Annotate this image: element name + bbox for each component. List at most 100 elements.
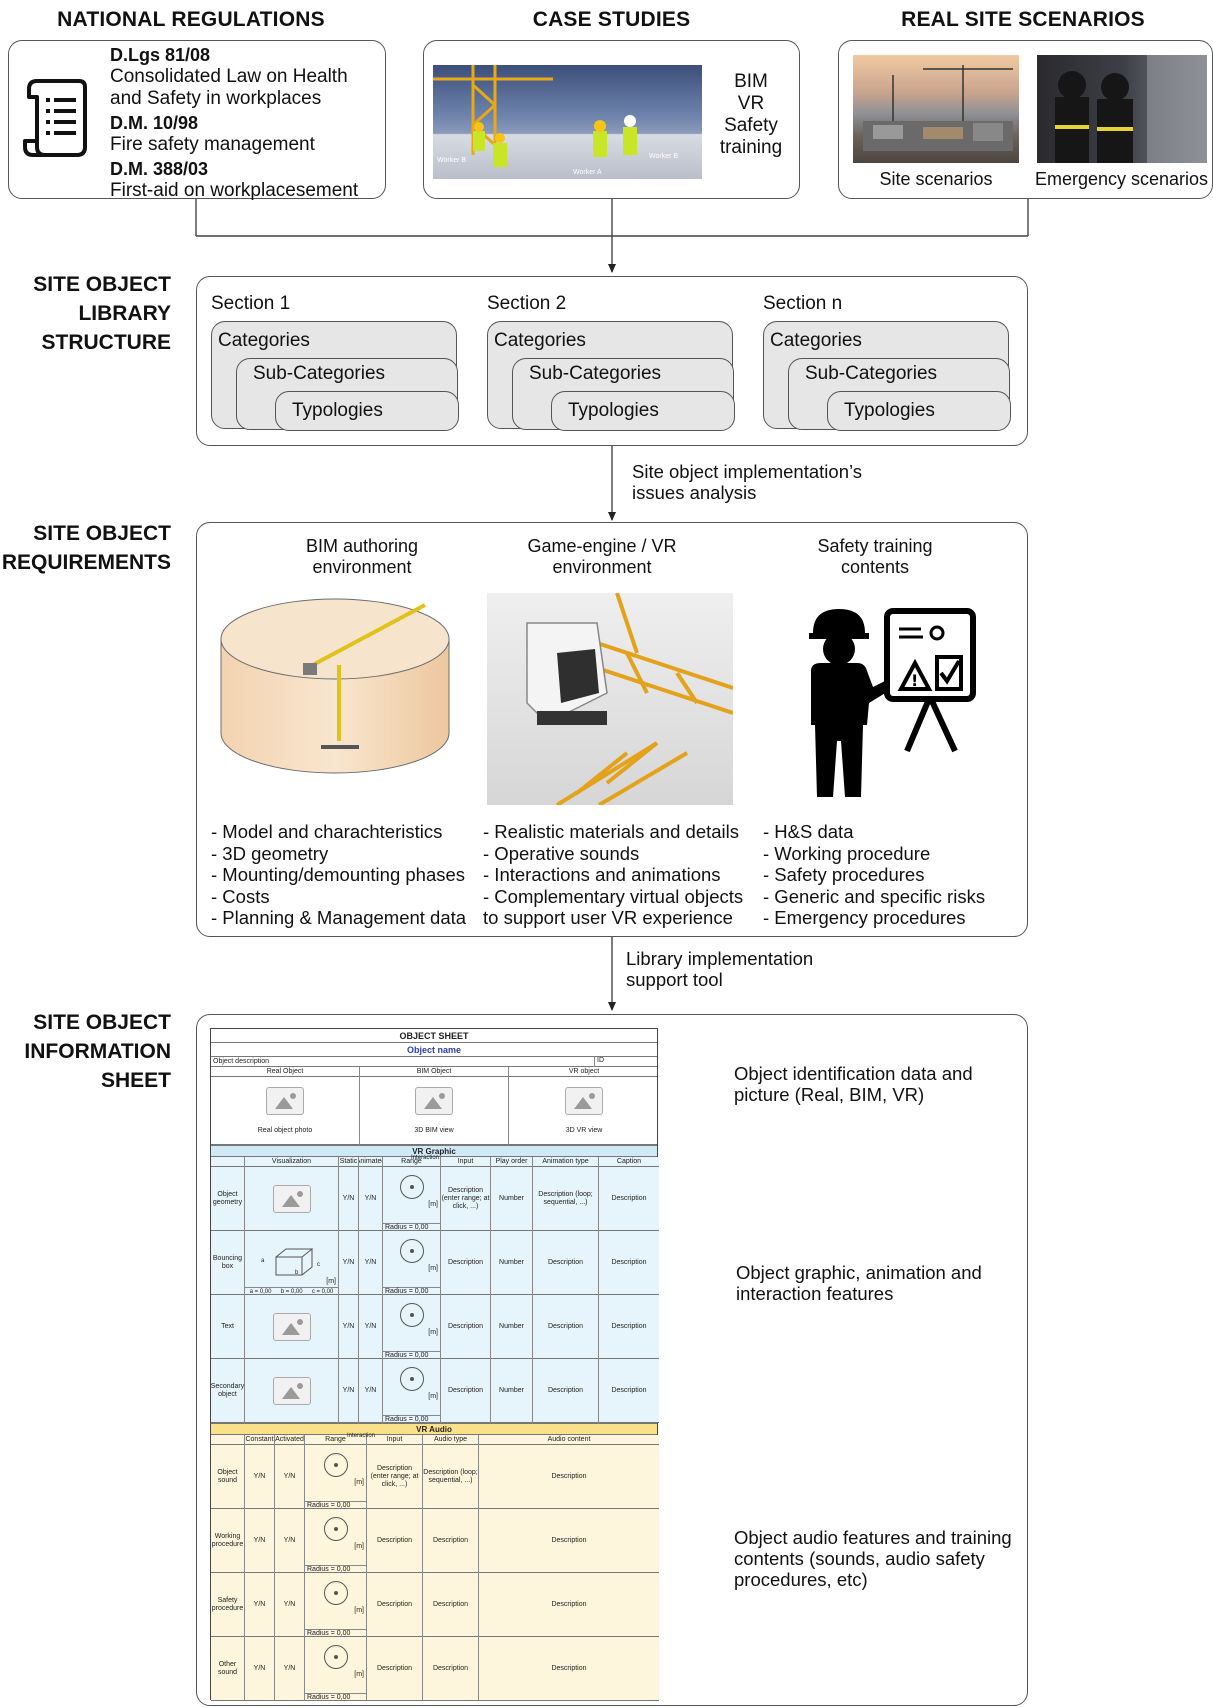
firefighters-graphic — [1055, 55, 1207, 163]
image-placeholder-icon — [272, 1377, 311, 1405]
title-line: Safety training — [817, 536, 933, 556]
requirement-item: - Planning & Management data — [211, 907, 467, 928]
image-placeholder-icon — [266, 1087, 304, 1115]
row-label: Object sound — [211, 1445, 245, 1509]
note-line: Object identification data and — [734, 1063, 973, 1084]
bbox-letter: b — [295, 1270, 299, 1276]
bbox-dimension: b = 0,00 — [280, 1289, 303, 1295]
input-cell: Description — [441, 1359, 491, 1423]
title-line: BIM authoring — [305, 536, 419, 556]
animated-cell: Y/N — [359, 1167, 383, 1231]
view-caption: 3D BIM view — [414, 1127, 454, 1134]
activated-cell: Y/N — [275, 1637, 305, 1701]
unit-label: [m] — [354, 1479, 364, 1486]
note-line: interaction features — [736, 1283, 894, 1304]
column-header: Input — [441, 1157, 491, 1167]
static-cell: Y/N — [339, 1359, 359, 1423]
requirement-item: - Complementary virtual objects — [483, 885, 744, 907]
information-sheet-label: SITE OBJECT INFORMATION SHEET — [0, 1008, 171, 1095]
requirement-item: - Interactions and animations — [483, 864, 721, 885]
views-header-row: Real Object BIM Object VR object — [211, 1067, 657, 1077]
column-header: Animated — [359, 1157, 383, 1167]
case-label: VR — [737, 93, 765, 114]
side-label-line: SITE OBJECT — [33, 273, 171, 296]
caption-cell: Description — [611, 1323, 647, 1330]
visualization-cell — [245, 1359, 339, 1423]
bounding-box-cube-icon — [275, 1248, 313, 1276]
screenshot-label: Worker B — [437, 157, 467, 164]
audio-content-cell: Description — [551, 1601, 587, 1608]
bim-column-title: BIM authoring environment — [239, 536, 485, 578]
animation-type-cell: Description — [533, 1359, 599, 1423]
range-cell: [m]Radius = 0,00 — [305, 1509, 367, 1573]
sheet-title: OBJECT SHEET — [211, 1029, 657, 1043]
side-label-line: REQUIREMENTS — [1, 551, 171, 574]
note-line: contents (sounds, audio safety — [734, 1548, 985, 1569]
range-circle-icon — [399, 1303, 424, 1327]
typologies-box: Typologies — [551, 391, 735, 431]
unit-label: [m] — [354, 1543, 364, 1550]
regulation-code: D.Lgs 81/08 — [110, 45, 211, 65]
graphic-header-row: VisualizationStaticAnimatedRangeInputPla… — [211, 1155, 659, 1167]
animated-cell: Y/N — [359, 1295, 383, 1359]
column-header: Range — [383, 1157, 441, 1167]
view-head: Real Object — [211, 1067, 360, 1077]
column-header: Input — [367, 1435, 423, 1445]
input-cell: Description — [367, 1509, 423, 1573]
regulation-desc: Consolidated Law on Health and Safety in… — [110, 66, 348, 109]
side-label-line: SITE OBJECT — [33, 522, 171, 545]
vr-requirements-list: - Realistic materials and details - Oper… — [483, 821, 743, 929]
constant-cell: Y/N — [245, 1445, 275, 1509]
view-caption: 3D VR view — [565, 1127, 603, 1134]
animated-cell: Y/N — [359, 1231, 383, 1295]
real-site-scenarios-box: Site scenarios Emergency scenarios — [838, 40, 1213, 199]
range-circle-icon — [323, 1581, 348, 1605]
audio-content-cell: Description — [551, 1665, 587, 1672]
unit-label: [m] — [326, 1278, 336, 1285]
radius-label: Radius = 0,00 — [383, 1351, 440, 1359]
categories-box: Categories Sub-Categories Typologies — [763, 321, 1011, 431]
interaction-header: Interaction — [347, 1433, 376, 1439]
site-scenarios-caption: Site scenarios — [879, 169, 993, 189]
column-header: Visualization — [245, 1157, 339, 1167]
subcategories-label: Sub-Categories — [805, 363, 938, 384]
object-id-label: ID — [594, 1057, 604, 1067]
radius-label: Radius = 0,00 — [305, 1629, 366, 1637]
row-label: Object geometry — [211, 1167, 245, 1231]
case-studies-box: Worker B Worker A Worker B BIM VR Safety… — [423, 40, 800, 199]
static-cell: Y/N — [339, 1231, 359, 1295]
row-label: Secondary object — [211, 1359, 245, 1423]
regulation-desc: First-aid on workplacesement — [110, 180, 359, 201]
play-order-cell: Number — [491, 1359, 533, 1423]
categories-box: Categories Sub-Categories Typologies — [211, 321, 459, 431]
identification-note: Object identification data and picture (… — [734, 1063, 973, 1105]
regulation-code: D.M. 10/98 — [110, 113, 199, 133]
activated-cell: Y/N — [275, 1445, 305, 1509]
title-line: contents — [840, 557, 910, 577]
site-scenario-photo — [853, 55, 1019, 163]
national-regulations-box: D.Lgs 81/08 Consolidated Law on Health a… — [8, 40, 386, 202]
audio-type-cell: Description (loop; sequential, ...) — [423, 1445, 479, 1509]
visualization-cell — [245, 1167, 339, 1231]
regulations-list: D.Lgs 81/08 Consolidated Law on Health a… — [110, 44, 380, 202]
static-cell: Y/N — [339, 1295, 359, 1359]
view-head: VR object — [568, 1068, 600, 1075]
requirement-item: - Model and charachteristics — [211, 821, 443, 842]
subcategories-box: Sub-Categories Typologies — [788, 358, 1011, 431]
requirement-item: to support user VR experience — [483, 907, 733, 928]
requirements-box: BIM authoring environment - Model and ch… — [196, 522, 1028, 937]
issues-analysis-note: Site object implementation’s issues anal… — [632, 461, 862, 503]
requirement-item: - 3D geometry — [211, 842, 329, 864]
unit-label: [m] — [428, 1393, 438, 1400]
sheet-object-name: Object name — [211, 1043, 657, 1057]
requirement-item: - H&S data — [763, 821, 854, 842]
view-head: BIM Object — [360, 1067, 509, 1077]
audio-type-cell: Description — [423, 1573, 479, 1637]
image-placeholder-icon — [272, 1313, 311, 1341]
